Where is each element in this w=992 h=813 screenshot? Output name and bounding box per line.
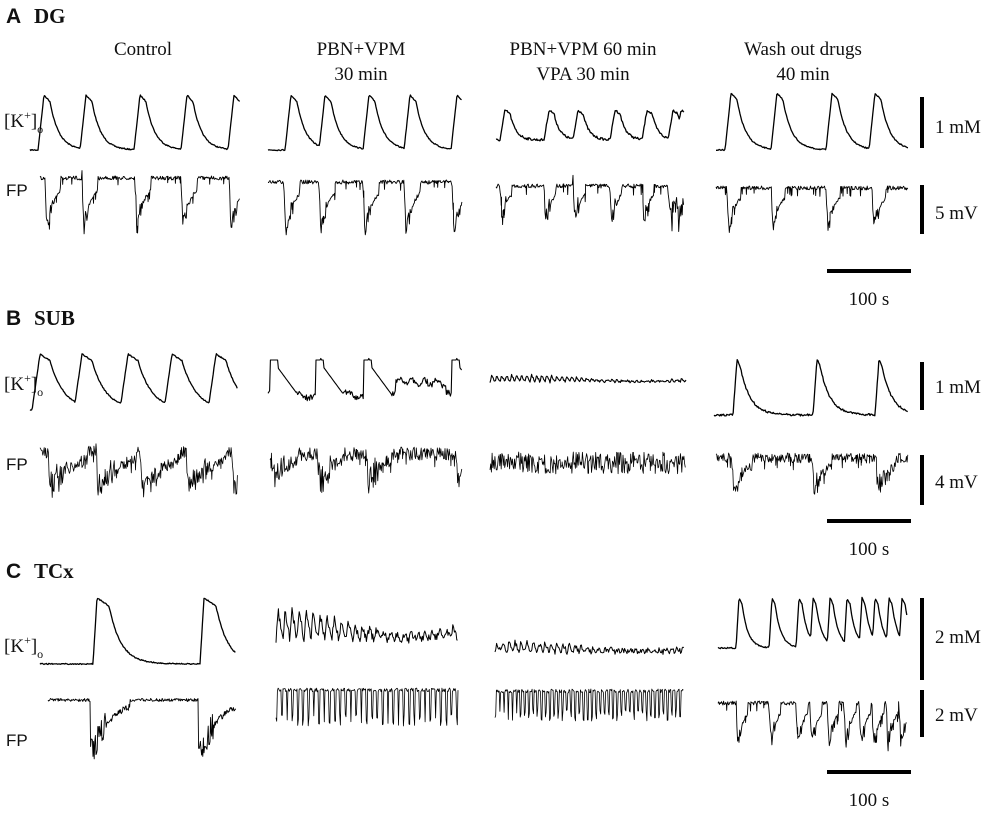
scale-a-time: 100 s <box>849 289 890 310</box>
trace-c-fp-wash <box>717 700 907 752</box>
column-title-pbn-vpm-vpa: PBN+VPM 60 min <box>510 39 657 60</box>
trace-a-k-vpa <box>495 109 685 142</box>
panel-b: B SUB [K+]o FP 1 mM 4 mV 100 s <box>4 306 981 560</box>
scale-c-fp: 2 mV <box>935 705 978 726</box>
trace-c-k-vpa <box>494 639 685 655</box>
k-label-b: [K+]o <box>4 371 43 399</box>
scale-a-k: 1 mM <box>935 117 981 138</box>
trace-b-fp-control <box>39 443 238 498</box>
column-title-washout: Wash out drugs <box>744 39 862 60</box>
panel-c: C TCx [K+]o FP 2 mM 2 mV 100 s <box>4 559 981 811</box>
trace-b-k-pbn <box>267 357 463 402</box>
column-subtitle-pbn-vpm: 30 min <box>334 64 388 85</box>
trace-a-fp-vpa <box>495 174 685 232</box>
trace-a-k-pbn <box>267 94 462 152</box>
trace-c-fp-pbn <box>275 687 459 727</box>
panel-letter-a: A <box>6 5 21 28</box>
fp-label-b: FP <box>6 455 28 474</box>
scale-b-k: 1 mM <box>935 377 981 398</box>
panel-region-a: DG <box>34 4 66 28</box>
trace-a-fp-pbn <box>267 179 463 236</box>
trace-b-k-vpa <box>489 373 687 384</box>
column-titles: Control PBN+VPM 30 min PBN+VPM 60 min VP… <box>114 39 862 85</box>
column-subtitle-washout: 40 min <box>776 64 830 85</box>
trace-b-fp-vpa <box>489 451 686 475</box>
scale-b-time: 100 s <box>849 539 890 560</box>
trace-a-k-control <box>29 94 241 152</box>
trace-a-fp-wash <box>715 185 909 233</box>
trace-c-fp-control <box>47 698 237 760</box>
trace-c-k-wash <box>717 596 908 650</box>
panel-region-c: TCx <box>34 559 74 583</box>
trace-a-fp-control <box>39 170 240 235</box>
panel-region-b: SUB <box>34 306 75 330</box>
trace-c-k-control <box>39 597 236 666</box>
panel-letter-c: C <box>6 560 21 583</box>
fp-label-c: FP <box>6 731 28 750</box>
trace-c-fp-vpa <box>494 688 684 722</box>
column-subtitle-pbn-vpm-vpa: VPA 30 min <box>536 64 630 85</box>
scale-c-k: 2 mM <box>935 627 981 648</box>
k-label-a: [K+]o <box>4 108 43 136</box>
trace-b-k-control <box>29 353 238 411</box>
scale-b-fp: 4 mV <box>935 472 978 493</box>
trace-a-k-wash <box>716 92 909 152</box>
panel-a: A DG [K+]o FP 1 mM 5 mV 100 s <box>4 4 981 310</box>
fp-label-a: FP <box>6 181 28 200</box>
column-title-pbn-vpm: PBN+VPM <box>317 39 406 60</box>
trace-b-fp-wash <box>715 452 909 495</box>
trace-b-k-wash <box>713 359 909 417</box>
k-label-c: [K+]o <box>4 633 43 661</box>
trace-b-fp-pbn <box>269 446 463 494</box>
column-title-control: Control <box>114 39 172 60</box>
scale-c-time: 100 s <box>849 790 890 811</box>
scale-a-fp: 5 mV <box>935 203 978 224</box>
trace-c-k-pbn <box>275 607 458 644</box>
panel-letter-b: B <box>6 307 21 330</box>
